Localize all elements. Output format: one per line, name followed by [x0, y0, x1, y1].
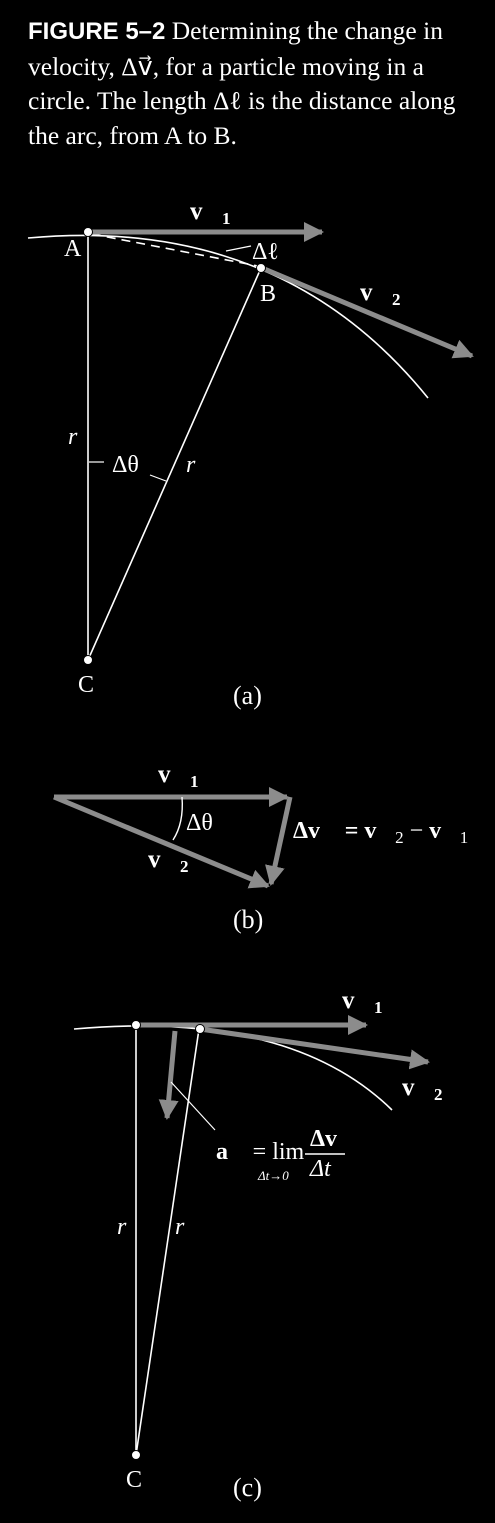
- panel-b: v⃗1 Δθ v⃗2 Δv⃗ = v⃗2 − v⃗1 (b): [53, 761, 468, 934]
- point-c-label-c: C: [126, 1467, 142, 1493]
- panel-a: v⃗1 A Δℓ B v⃗2 r Δθ r C (a): [27, 198, 474, 710]
- point-b-label: B: [260, 281, 276, 307]
- fraction-numerator: Δv⃗: [310, 1126, 356, 1152]
- point-a-dot: [83, 227, 93, 237]
- circle-arc-a: [27, 234, 429, 399]
- v2-label-c: v⃗2: [402, 1074, 442, 1104]
- vector-v2-b: [53, 794, 270, 889]
- point-b-dot: [256, 263, 266, 273]
- point-a-label: A: [64, 236, 82, 262]
- vector-delta-v-b: [265, 796, 293, 886]
- r-right-label-a: r: [186, 452, 196, 478]
- vector-a-c: [158, 1030, 179, 1120]
- panel-a-caption: (a): [233, 681, 262, 710]
- v2-label-a: v⃗2: [360, 279, 400, 309]
- figure-caption: FIGURE 5–2 Determining the change in vel…: [28, 14, 478, 153]
- chord-ab-dashed: [91, 233, 259, 267]
- limit-subscript: Δt→0: [257, 1168, 289, 1183]
- point-end-dot-c: [195, 1024, 205, 1034]
- point-start-dot-c: [131, 1020, 141, 1030]
- delta-l-leader: [225, 245, 252, 252]
- point-c-dot-c: [131, 1450, 141, 1460]
- angle-arc-b: [172, 796, 183, 841]
- fraction-denominator: Δt: [309, 1156, 332, 1182]
- delta-l-label: Δℓ: [252, 239, 279, 265]
- r-right-label-c: r: [175, 1214, 185, 1240]
- delta-v-equation: Δv⃗ = v⃗2 − v⃗1: [293, 818, 468, 847]
- point-c-label-a: C: [78, 672, 94, 698]
- figure-label: FIGURE 5–2: [28, 18, 166, 45]
- vector-v2-a: [261, 265, 474, 359]
- delta-theta-leader: [149, 474, 167, 482]
- circle-arc-c: [73, 1025, 393, 1111]
- point-c-dot: [83, 655, 93, 665]
- radius-cb: [87, 267, 262, 661]
- delta-theta-label-a: Δθ: [112, 452, 139, 478]
- r-left-label-c: r: [117, 1214, 127, 1240]
- panel-b-caption: (b): [233, 905, 263, 934]
- vector-v2-c: [199, 1026, 430, 1070]
- v2-label-b: v⃗2: [148, 846, 188, 876]
- radius-c-right: [135, 1028, 200, 1456]
- panel-c: v⃗1 v⃗2 a⃗ = lim Δt→0 Δv⃗ Δt r r C (c): [73, 987, 442, 1502]
- v1-label-c: v⃗1: [342, 987, 382, 1017]
- delta-theta-label-b: Δθ: [186, 810, 213, 836]
- v1-label-a: v⃗1: [190, 198, 230, 228]
- r-left-label-a: r: [68, 424, 78, 450]
- v1-label-b: v⃗1: [158, 761, 198, 791]
- a-leader: [170, 1081, 216, 1131]
- panel-c-caption: (c): [233, 1473, 262, 1502]
- caption-text: Determining the change in velocity, Δv⃗,…: [28, 16, 456, 150]
- acceleration-equation: a⃗ = lim: [216, 1139, 305, 1165]
